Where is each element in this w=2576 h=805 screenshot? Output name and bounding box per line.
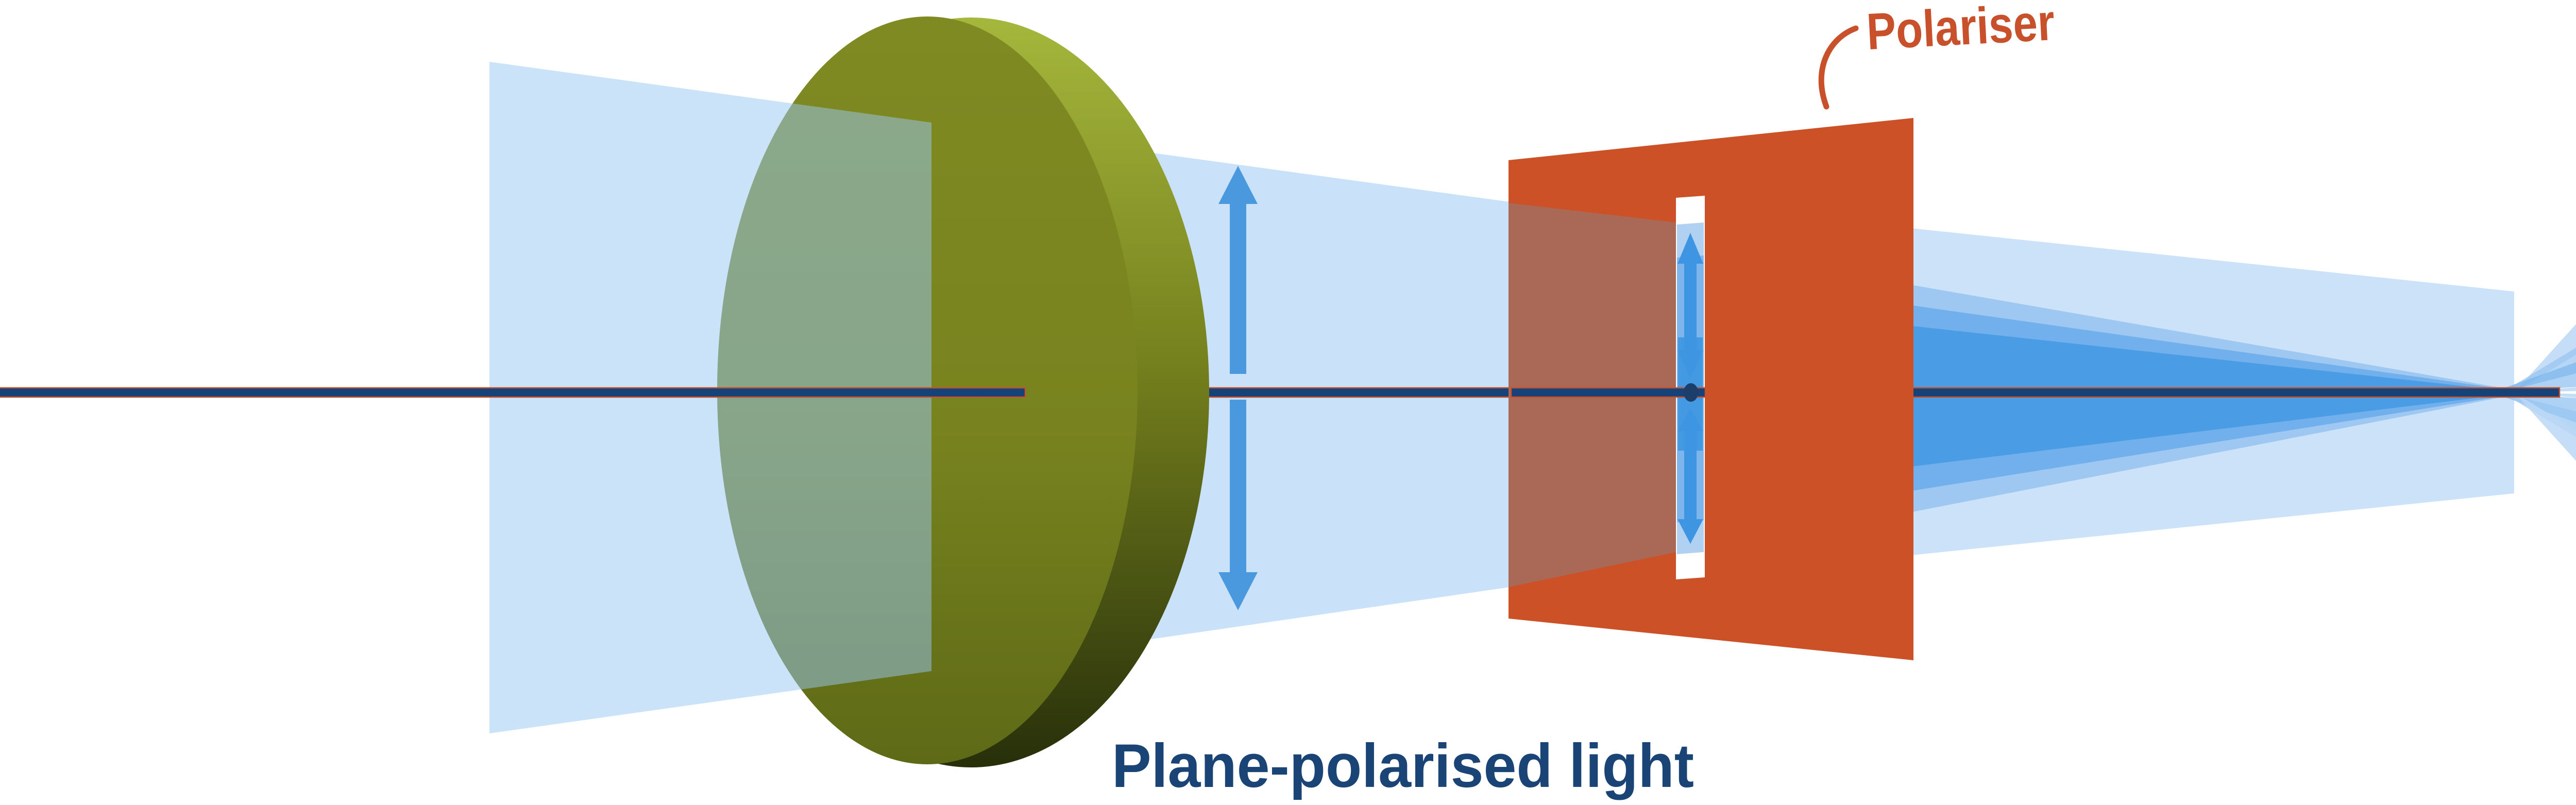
oscillation-arrow-slit-lower bbox=[1677, 409, 1703, 544]
caption-plane-polarised-light: Plane-polarised light bbox=[1112, 731, 1694, 800]
oscillation-arrow-slit bbox=[1677, 233, 1703, 544]
oscillation-arrow-slit-upper bbox=[1677, 233, 1703, 378]
oscillation-arrow-large-up bbox=[1218, 166, 1258, 374]
polariser-label: Polariser bbox=[1865, 0, 2056, 61]
optical-axis-line-slit bbox=[1510, 387, 1706, 398]
optical-axis-line-left bbox=[0, 387, 1026, 398]
flare-top-inner bbox=[2492, 362, 2576, 392]
oscillation-arrow-large-down bbox=[1218, 400, 1258, 610]
flare-bottom-outer bbox=[2514, 392, 2576, 461]
focal-flares bbox=[2492, 324, 2576, 461]
polariser-pointer-curve bbox=[1818, 25, 1859, 110]
axis-node-dot bbox=[1684, 383, 1698, 402]
flare-top-mid bbox=[2502, 348, 2576, 392]
oscillation-arrow-large bbox=[1218, 166, 1258, 610]
